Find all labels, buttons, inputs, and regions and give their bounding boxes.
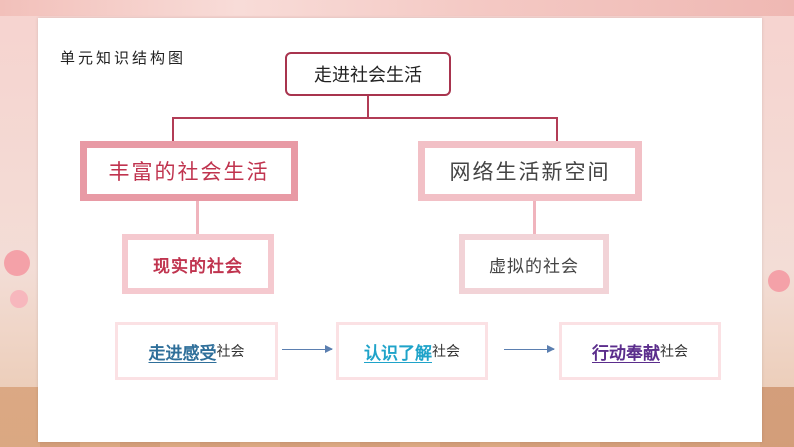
step-keyword: 走进感受 (148, 343, 217, 364)
child-label: 虚拟的社会 (465, 240, 603, 288)
connector-line (533, 201, 536, 234)
flower-decoration (10, 290, 28, 308)
step-box: 走进感受社会 (115, 322, 278, 380)
content-card: 单元知识结构图 走进社会生活 丰富的社会生活 网络生活新空间 现实的社会 虚拟的… (38, 18, 762, 442)
arrow-connector (282, 345, 333, 353)
connector-line (367, 96, 369, 118)
step-box: 认识了解社会 (336, 322, 488, 380)
connector-line (172, 117, 174, 141)
background-top-decoration (0, 0, 794, 16)
step-box: 行动奉献社会 (559, 322, 721, 380)
branch-label: 丰富的社会生活 (87, 148, 291, 194)
step-suffix: 社会 (432, 344, 460, 360)
child-node-virtual-society: 虚拟的社会 (459, 234, 609, 294)
connector-line (556, 117, 558, 141)
flower-decoration (768, 270, 790, 292)
step-suffix: 社会 (660, 344, 688, 360)
arrow-connector (504, 345, 555, 353)
step-keyword: 行动奉献 (592, 343, 660, 364)
branch-node-online-life: 网络生活新空间 (418, 141, 642, 201)
child-node-real-society: 现实的社会 (122, 234, 274, 294)
connector-line (172, 117, 558, 119)
root-node: 走进社会生活 (285, 52, 451, 96)
branch-label: 网络生活新空间 (425, 148, 635, 194)
flower-decoration (4, 250, 30, 276)
section-title: 单元知识结构图 (60, 49, 187, 67)
branch-node-rich-social-life: 丰富的社会生活 (80, 141, 298, 201)
child-label: 现实的社会 (128, 240, 268, 288)
step-keyword: 认识了解 (364, 343, 432, 364)
connector-line (196, 201, 199, 234)
step-suffix: 社会 (216, 344, 245, 360)
